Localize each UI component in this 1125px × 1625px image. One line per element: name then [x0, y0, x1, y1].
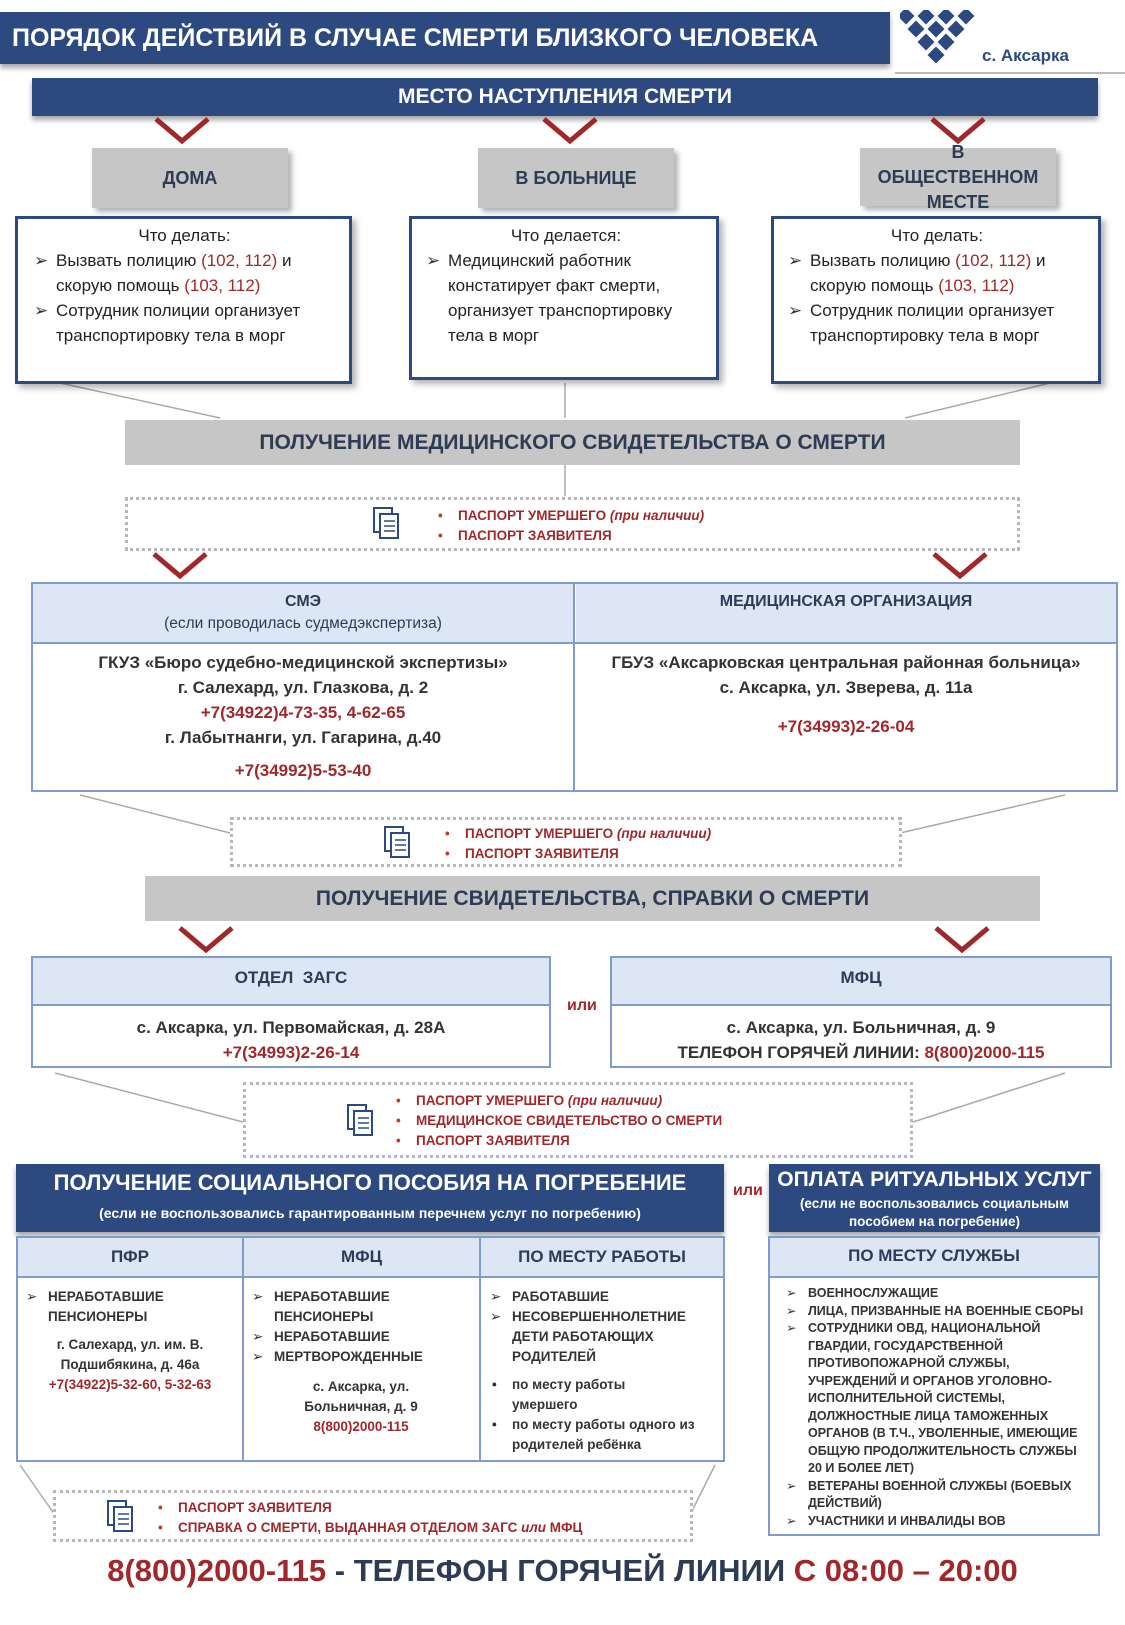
public-action-call: Вызвать полицию (102, 112) и скорую помо…: [782, 248, 1092, 298]
medorg-header: МЕДИЦИНСКАЯ ОРГАНИЗАЦИЯ: [576, 584, 1116, 642]
chevron-down-icon: [934, 926, 990, 954]
issuers-table: СМЭ (если проводилась судмедэкспертиза) …: [31, 582, 1118, 792]
cert-title: ПОЛУЧЕНИЕ СВИДЕТЕЛЬСТВА, СПРАВКИ О СМЕРТ…: [145, 876, 1040, 921]
doc-deceased-passport: ПАСПОРТ УМЕРШЕГО (при наличии): [394, 1091, 722, 1111]
place-home-label: ДОМА: [92, 148, 288, 208]
docs-box-4: ПАСПОРТ ЗАЯВИТЕЛЯ СПРАВКА О СМЕРТИ, ВЫДА…: [53, 1490, 693, 1542]
home-what: Что делать:: [138, 226, 231, 245]
documents-icon: [373, 507, 399, 539]
pfr-details: НЕРАБОТАВШИЕ ПЕНСИОНЕРЫ г. Салехард, ул.…: [24, 1287, 236, 1395]
or-label: или: [567, 997, 597, 1014]
header-divider: [895, 72, 1125, 74]
work-title: ПО МЕСТУ РАБОТЫ: [518, 1247, 686, 1266]
ritual-subtitle: (если не воспользовались социальным посо…: [799, 1196, 1070, 1229]
place-public-label: В ОБЩЕСТВЕННОМ МЕСТЕ: [860, 142, 1056, 212]
chevron-down-icon: [152, 552, 208, 580]
footer-hotline: 8(800)2000-115 - ТЕЛЕФОН ГОРЯЧЕЙ ЛИНИИ С…: [107, 1553, 1018, 1588]
doc-applicant-passport: ПАСПОРТ ЗАЯВИТЕЛЯ: [156, 1498, 582, 1518]
public-action-transport: Сотрудник полиции организует транспортир…: [782, 298, 1092, 348]
benefit-mfc-title: МФЦ: [340, 1247, 383, 1266]
place-title: МЕСТО НАСТУПЛЕНИЯ СМЕРТИ: [32, 78, 1098, 116]
benefit-title: ПОЛУЧЕНИЕ СОЦИАЛЬНОГО ПОСОБИЯ НА ПОГРЕБЕ…: [53, 1170, 687, 1195]
benefit-mfc-details: НЕРАБОТАВШИЕ ПЕНСИОНЕРЫ НЕРАБОТАВШИЕ МЕР…: [250, 1287, 472, 1437]
doc-death-certificate: СПРАВКА О СМЕРТИ, ВЫДАННАЯ ОТДЕЛОМ ЗАГС …: [156, 1518, 582, 1538]
pfr-title: ПФР: [110, 1247, 150, 1266]
sme-subtitle: (если проводилась судмедэкспертиза): [164, 615, 442, 632]
ritual-title: ОПЛАТА РИТУАЛЬНЫХ УСЛУГ: [777, 1168, 1092, 1191]
docs-box-2: ПАСПОРТ УМЕРШЕГО (при наличии) ПАСПОРТ З…: [230, 817, 902, 867]
doc-applicant-passport: ПАСПОРТ ЗАЯВИТЕЛЯ: [436, 526, 704, 546]
mfc-title: МФЦ: [612, 958, 1110, 1004]
hospital-actions-box: Что делается: Медицинский работник конст…: [409, 216, 719, 380]
work-details: РАБОТАВШИЕ НЕСОВЕРШЕННОЛЕТНИЕ ДЕТИ РАБОТ…: [488, 1287, 718, 1455]
ritual-header: ОПЛАТА РИТУАЛЬНЫХ УСЛУГ (если не восполь…: [769, 1164, 1100, 1232]
home-action-call: Вызвать полицию (102, 112) и скорую помо…: [28, 248, 341, 298]
zags-title: ОТДЕЛ ЗАГС: [33, 958, 549, 1004]
benefit-subtitle: (если не воспользовались гарантированным…: [99, 1205, 641, 1221]
benefit-table: ПФР МФЦ ПО МЕСТУ РАБОТЫ НЕРАБОТАВШИЕ ПЕН…: [16, 1236, 725, 1462]
sme-title: СМЭ: [284, 593, 322, 610]
documents-icon: [107, 1500, 133, 1532]
doc-medical-certificate: МЕДИЦИНСКОЕ СВИДЕТЕЛЬСТВО О СМЕРТИ: [394, 1111, 722, 1131]
med-cert-title: ПОЛУЧЕНИЕ МЕДИЦИНСКОГО СВИДЕТЕЛЬСТВА О С…: [125, 420, 1020, 465]
sme-header: СМЭ (если проводилась судмедэкспертиза): [33, 584, 573, 642]
public-actions-box: Что делать: Вызвать полицию (102, 112) и…: [771, 216, 1101, 384]
zags-details: с. Аксарка, ул. Первомайская, д. 28А +7(…: [136, 1018, 446, 1062]
benefit-header: ПОЛУЧЕНИЕ СОЦИАЛЬНОГО ПОСОБИЯ НА ПОГРЕБЕ…: [16, 1164, 724, 1232]
or-label: или: [733, 1182, 763, 1199]
chevron-down-icon: [178, 926, 234, 954]
public-what: Что делать:: [890, 226, 984, 245]
doc-applicant-passport: ПАСПОРТ ЗАЯВИТЕЛЯ: [443, 844, 711, 864]
chevron-down-icon: [542, 117, 598, 145]
doc-applicant-passport: ПАСПОРТ ЗАЯВИТЕЛЯ: [394, 1131, 722, 1151]
page-title: ПОРЯДОК ДЕЙСТВИЙ В СЛУЧАЕ СМЕРТИ БЛИЗКОГ…: [0, 12, 890, 64]
hospital-action: Медицинский работник констатирует факт с…: [420, 248, 712, 348]
ritual-table: ПО МЕСТУ СЛУЖБЫ ВОЕННОСЛУЖАЩИЕ ЛИЦА, ПРИ…: [768, 1236, 1100, 1536]
doc-deceased-passport: ПАСПОРТ УМЕРШЕГО (при наличии): [443, 824, 711, 844]
chevron-down-icon: [932, 552, 988, 580]
location-label: с. Аксарка: [982, 46, 1069, 65]
documents-icon: [384, 826, 410, 858]
docs-box-3: ПАСПОРТ УМЕРШЕГО (при наличии) МЕДИЦИНСК…: [243, 1082, 913, 1158]
medorg-details: ГБУЗ «Аксарковская центральная районная …: [611, 653, 1081, 736]
hospital-what: Что делается:: [510, 226, 622, 245]
documents-icon: [347, 1104, 373, 1136]
sme-details: ГКУЗ «Бюро судебно-медицинской экспертиз…: [98, 653, 508, 780]
logo-icon: [900, 10, 975, 64]
mfc-box: МФЦ с. Аксарка, ул. Больничная, д. 9 ТЕЛ…: [610, 956, 1112, 1068]
ritual-items: ВОЕННОСЛУЖАЩИЕ ЛИЦА, ПРИЗВАННЫЕ НА ВОЕНН…: [784, 1285, 1090, 1530]
docs-box-1: ПАСПОРТ УМЕРШЕГО (при наличии) ПАСПОРТ З…: [125, 497, 1020, 551]
home-actions-box: Что делать: Вызвать полицию (102, 112) и…: [15, 216, 352, 384]
mfc-details: с. Аксарка, ул. Больничная, д. 9 ТЕЛЕФОН…: [677, 1018, 1045, 1062]
ritual-service-title: ПО МЕСТУ СЛУЖБЫ: [770, 1238, 1098, 1276]
chevron-down-icon: [930, 117, 986, 145]
home-action-transport: Сотрудник полиции организует транспортир…: [28, 298, 341, 348]
place-hospital-label: В БОЛЬНИЦЕ: [478, 148, 674, 208]
chevron-down-icon: [154, 117, 210, 145]
doc-deceased-passport: ПАСПОРТ УМЕРШЕГО (при наличии): [436, 506, 704, 526]
zags-box: ОТДЕЛ ЗАГС с. Аксарка, ул. Первомайская,…: [31, 956, 551, 1068]
